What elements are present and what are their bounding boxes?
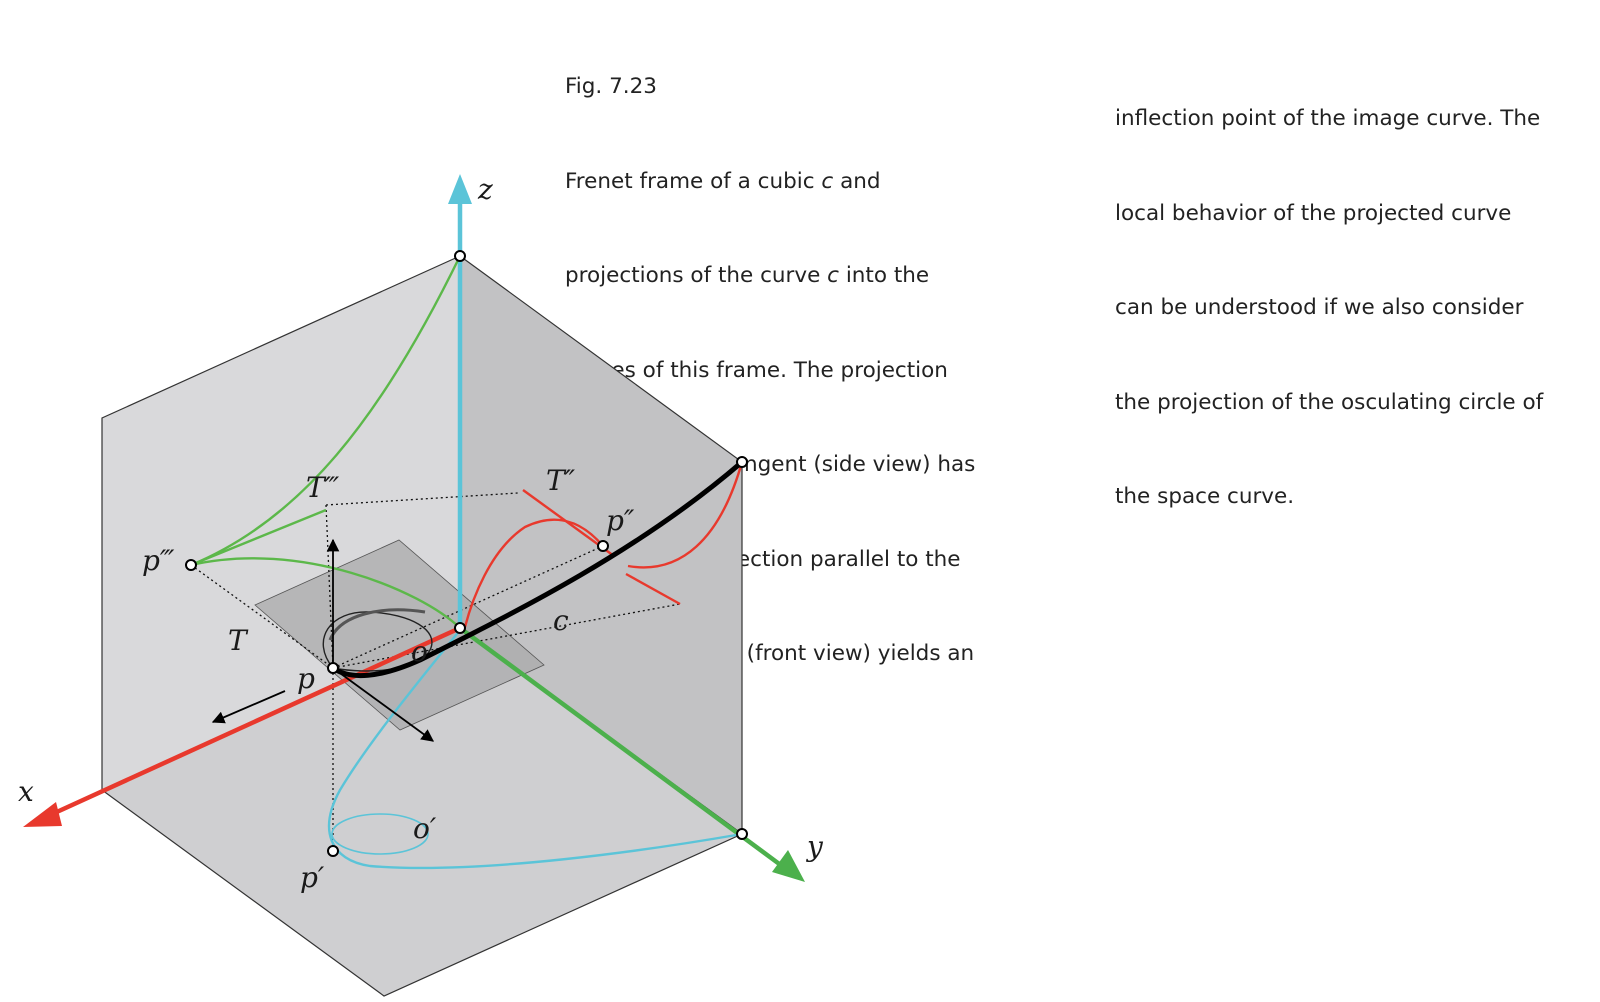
marked-points xyxy=(185,250,748,857)
caption-line: the space curve. xyxy=(1115,484,1295,509)
o-prime-label: o′ xyxy=(413,812,437,845)
t-label: T xyxy=(228,624,249,657)
x-axis-arrowhead xyxy=(23,802,62,827)
z-axis-arrowhead xyxy=(448,174,472,204)
x-axis-label: x xyxy=(18,775,34,808)
caption-line: local behavior of the projected curve xyxy=(1115,200,1512,226)
y-axis-line xyxy=(458,626,784,868)
front-view-projection xyxy=(327,629,743,870)
projection-lines xyxy=(190,492,681,851)
caption-line: the projection of the osculating circle … xyxy=(1115,389,1544,415)
y-axis-arrowhead xyxy=(772,850,805,882)
t-triple-label: T‴ xyxy=(306,471,340,504)
side-view-projection xyxy=(463,461,744,628)
figure-number: Fig. 7.23 xyxy=(565,74,657,99)
c-label: c xyxy=(553,604,569,637)
p-double-label: p″ xyxy=(606,504,635,537)
osculating-plane xyxy=(254,539,545,731)
tangent-arrow xyxy=(211,690,286,724)
p-label: p xyxy=(297,662,315,695)
caption-line: Frenet frame of a cubic c and xyxy=(565,168,881,194)
p-triple-label: p‴ xyxy=(142,544,175,577)
caption-line: projections of the curve c into the xyxy=(565,263,930,288)
p-prime-label: p′ xyxy=(300,861,325,894)
caption-line: inflection point of the image curve. The xyxy=(1115,106,1541,131)
y-axis-label: y xyxy=(805,830,824,863)
o-label: o xyxy=(411,635,428,668)
caption-line: can be understood if we also consider xyxy=(1115,295,1524,320)
caption-right-column: inflection point of the image curve. The… xyxy=(1115,40,1543,544)
top-view-projection xyxy=(190,255,462,629)
x-axis-line xyxy=(47,625,461,819)
z-axis-label: z xyxy=(477,173,493,206)
t-double-label: T″ xyxy=(546,464,576,497)
space-curve-c xyxy=(331,460,744,679)
normal-arrow xyxy=(332,667,435,742)
